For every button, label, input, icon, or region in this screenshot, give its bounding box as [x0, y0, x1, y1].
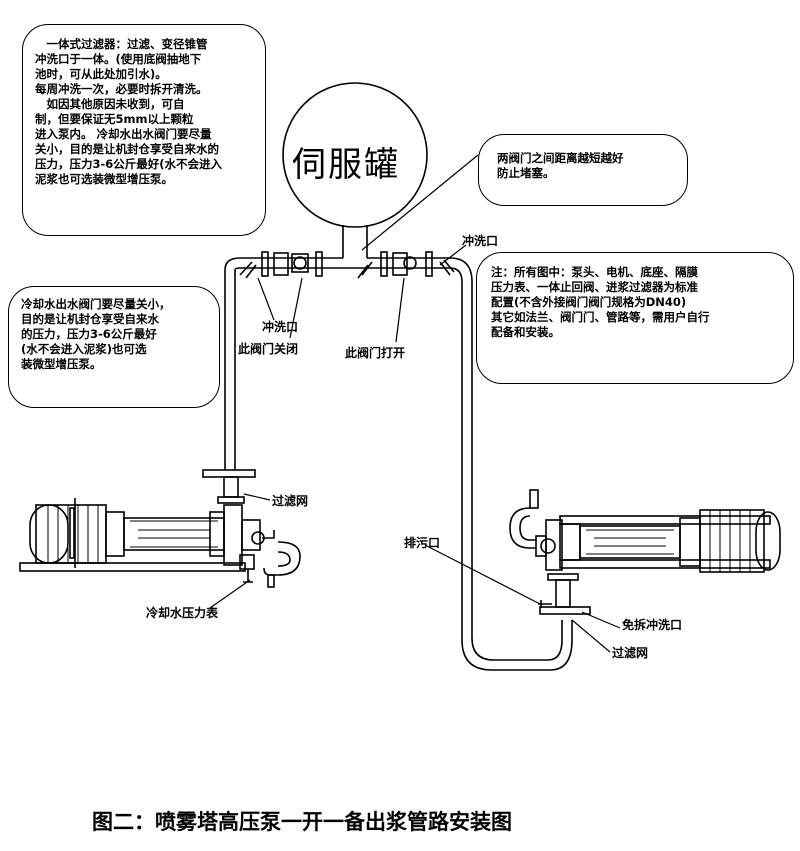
tank-outlet-pipe [342, 225, 368, 258]
label-filter-left: 过滤网 [272, 494, 309, 508]
label-flush-right: 冲洗口 [462, 234, 499, 248]
note-line: 每周冲洗一次，必要时拆开清洗。 [35, 82, 208, 96]
leader-valve-closed [289, 277, 303, 339]
note-line: 压力，压力3-6公斤最好(水不会进入 [35, 157, 223, 171]
flange [261, 251, 269, 277]
right-return-pipe [449, 267, 573, 671]
note-line: 防止堵塞。 [497, 166, 555, 180]
valve-body-right [392, 252, 408, 276]
flush-port-left [239, 261, 257, 279]
valve-right-open [403, 256, 417, 270]
leader-drain [424, 544, 541, 605]
leader-flush-left [257, 277, 275, 321]
note-line: 池时，可从此处加引水)。 [35, 67, 167, 81]
leader-two-valves [361, 154, 479, 251]
note-line: 配备和安装。 [491, 325, 560, 339]
servo-tank [282, 82, 428, 228]
note-line: 目的是让机封仓享受自来水 [21, 312, 159, 326]
flush-port-mid [357, 261, 373, 279]
note-line: 如因其他原因未收到，可自 [35, 97, 185, 111]
right-return-pipe-inner [449, 257, 563, 661]
filter-right [555, 579, 571, 608]
leader-filter-left [243, 493, 271, 501]
flange [547, 573, 579, 581]
note-line: 一体式过滤器：过滤、变径锥管 [35, 37, 208, 51]
pump-left [19, 498, 301, 588]
valve-body-left [273, 252, 289, 276]
leader-flush-free [581, 611, 621, 629]
note-cooling-water: 冷却水出水阀门要尽量关小， 目的是让机封仓享受自来水 的压力，压力3-6公斤最好… [8, 286, 220, 408]
note-line: 关小，目的是让机封仓享受自来水的 [35, 142, 219, 156]
left-downpipe [224, 257, 241, 470]
note-line: 注：所有图中：泵头、电机、底座、隔膜 [491, 265, 698, 279]
note-line: 冷却水出水阀门要尽量关小， [21, 297, 171, 311]
valve-left-closed [293, 256, 307, 270]
note-line: 配置(不含外接阀门阀门规格为DN40) [491, 295, 687, 309]
valve-left-housing [291, 253, 309, 273]
filter-left [223, 476, 239, 498]
note-line: 制，但要保证无5mm以上颗粒 [35, 112, 194, 126]
note-standard-config: 注：所有图中：泵头、电机、底座、隔膜 压力表、一体止回阀、进浆过滤器为标准 配置… [476, 252, 794, 384]
flange [380, 251, 388, 277]
flange [217, 496, 245, 504]
leader-valve-open [395, 277, 405, 343]
note-line: 泥浆也可选装微型增压泵。 [35, 172, 173, 186]
leader-gauge [209, 579, 251, 609]
label-drain: 排污口 [404, 536, 441, 550]
figure-caption: 图二：喷雾塔高压泵一开一备出浆管路安装图 [92, 810, 512, 834]
note-line: 冲洗口于一体。(使用底阀抽地下 [35, 52, 202, 66]
note-filter: 一体式过滤器：过滤、变径锥管 冲洗口于一体。(使用底阀抽地下 池时，可从此处加引… [22, 24, 266, 236]
flange [202, 469, 256, 478]
pump-right [509, 489, 781, 573]
flange [315, 251, 323, 277]
label-flush-free: 免拆冲洗口 [622, 618, 683, 632]
label-filter-right: 过滤网 [612, 646, 649, 660]
label-flush-left: 冲洗口 [262, 320, 299, 334]
note-line: 压力表、一体止回阀、进浆过滤器为标准 [491, 280, 698, 294]
flange [539, 606, 591, 615]
tank-label: 伺服罐 [292, 145, 400, 185]
note-line: 的压力，压力3-6公斤最好 [21, 327, 157, 341]
note-line: 进入泵内。 冷却水出水阀门要尽量 [35, 127, 212, 141]
flange [425, 251, 433, 277]
header-pipe [240, 257, 450, 269]
label-valve-open: 此阀门打开 [345, 346, 406, 360]
note-line: 其它如法兰、阀门门、管路等，需用户自行 [491, 310, 710, 324]
note-line: 两阀门之间距离越短越好 [497, 151, 624, 165]
note-valve-distance: 两阀门之间距离越短越好 防止堵塞。 [478, 134, 688, 206]
note-line: 装微型增压泵。 [21, 357, 102, 371]
leader-flush-right [439, 244, 467, 266]
label-pressure-gauge: 冷却水压力表 [146, 606, 219, 620]
note-line: (水不会进入泥浆)也可选 [21, 342, 147, 356]
label-valve-closed: 此阀门关闭 [238, 342, 299, 356]
drain-port [538, 600, 552, 608]
leader-filter-right [571, 619, 611, 653]
